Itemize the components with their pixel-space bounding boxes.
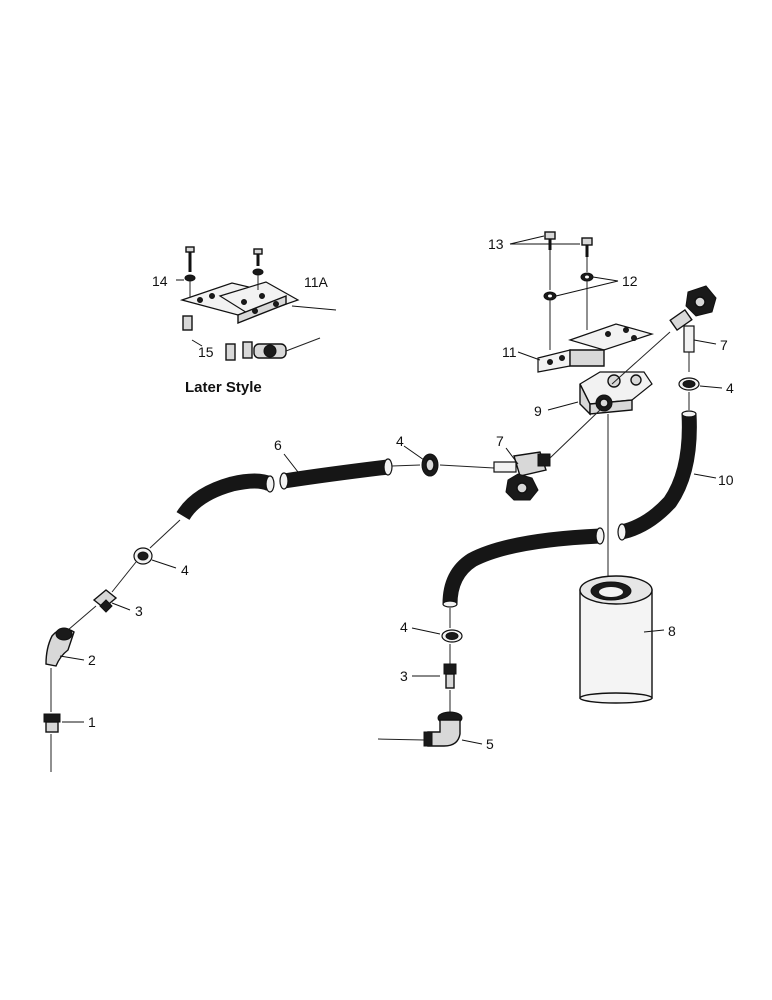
pipe-plug-1-icon xyxy=(43,713,61,733)
cap-screw-14-icon xyxy=(184,246,264,298)
mounting-bracket-11-icon xyxy=(537,323,655,373)
callout-4-top: 4 xyxy=(396,433,404,449)
callout-7-lower: 7 xyxy=(496,433,504,449)
callout-5: 5 xyxy=(486,736,494,752)
callout-14: 14 xyxy=(152,273,168,289)
callout-11a: 11A xyxy=(304,274,329,290)
callout-6: 6 xyxy=(274,437,282,453)
hose-clamp-top-icon xyxy=(421,453,439,477)
street-elbow-2-icon xyxy=(45,627,75,667)
callout-11: 11 xyxy=(502,344,517,360)
hose-clamp-upper-right-icon xyxy=(678,377,700,391)
callout-1: 1 xyxy=(88,714,96,730)
callout-7-upper: 7 xyxy=(720,337,728,353)
fuel-hose-10-icon xyxy=(620,413,697,540)
cap-screw-13-icon xyxy=(544,231,593,290)
callout-4-left: 4 xyxy=(181,562,189,578)
callout-10: 10 xyxy=(718,472,734,488)
filter-head-9-icon xyxy=(579,371,653,416)
callout-12: 12 xyxy=(622,273,638,289)
shutoff-valve-lower-icon xyxy=(493,451,551,501)
spacer-15-icon xyxy=(182,315,253,361)
fuel-hose-10b-icon xyxy=(442,528,601,605)
elbow-5-icon xyxy=(423,711,463,747)
hose-clamp-left-icon xyxy=(133,547,153,565)
callout-4-bottom: 4 xyxy=(400,619,408,635)
lock-washer-12-icon xyxy=(543,272,594,301)
callout-3-right: 3 xyxy=(400,668,408,684)
hose-clamp-bottom-icon xyxy=(441,629,463,643)
callout-2: 2 xyxy=(88,652,96,668)
callout-3-left: 3 xyxy=(135,603,143,619)
shutoff-valve-upper-icon xyxy=(669,285,717,353)
inset-filter-head-icon xyxy=(253,337,321,359)
filter-element-8-icon xyxy=(579,575,653,704)
fuel-hose-6b-icon xyxy=(282,459,389,489)
callout-13: 13 xyxy=(488,236,504,252)
left-hose-line xyxy=(43,409,601,772)
callout-4-upper-right: 4 xyxy=(726,380,734,396)
hose-fitting-3-right-icon xyxy=(443,663,457,689)
right-hose-line xyxy=(377,410,697,747)
fuel-hose-6-icon xyxy=(176,473,274,521)
inset-caption: Later Style xyxy=(185,379,262,396)
callouts: 1 2 3 4 6 4 7 9 11 12 13 7 xyxy=(59,235,734,752)
bracket-11a-icon xyxy=(179,281,337,325)
callout-9: 9 xyxy=(534,403,542,419)
later-style-inset: 14 11A 15 Later Style xyxy=(152,246,337,396)
filter-head-assembly xyxy=(537,231,717,578)
callout-8: 8 xyxy=(668,623,676,639)
callout-15: 15 xyxy=(198,344,214,360)
hose-fitting-3-left-icon xyxy=(92,589,118,613)
